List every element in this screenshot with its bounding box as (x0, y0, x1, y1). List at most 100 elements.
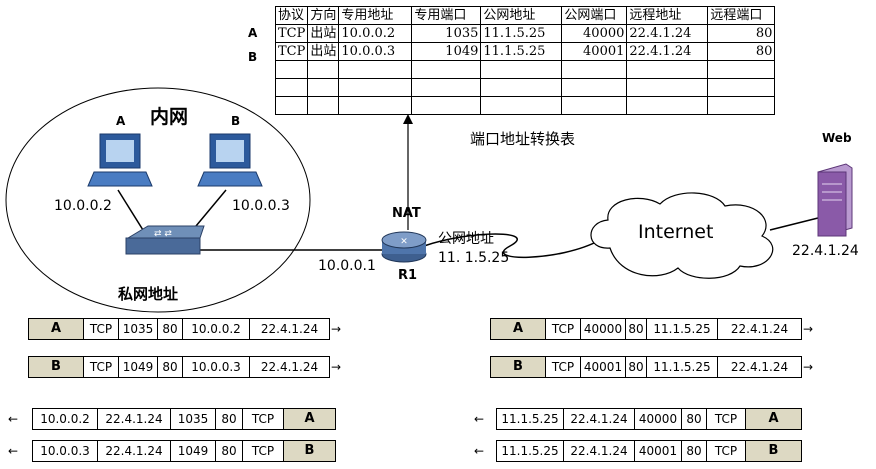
th-private-address: 专用地址 (338, 6, 413, 25)
packet-field: 10.0.0.3 (182, 357, 249, 377)
table-cell (307, 60, 340, 79)
packet-field: 80 (157, 357, 182, 377)
packet-field: TCP (545, 357, 580, 377)
table-cell: TCP (274, 42, 309, 61)
table-cell (307, 78, 340, 97)
packet-field: TCP (242, 409, 283, 429)
packet-field: 80 (681, 441, 706, 461)
internet-label: Internet (638, 221, 714, 243)
table-cell (480, 96, 563, 115)
table-row: TCP 出站 10.0.0.3 1049 11.1.5.25 40001 22.… (274, 42, 776, 61)
table-cell (561, 96, 628, 115)
packet-field: 1035 (118, 319, 157, 339)
table-row (274, 78, 776, 97)
packet-field: TCP (706, 441, 745, 461)
host-b-ip: 10.0.0.3 (232, 198, 290, 214)
th-protocol: 协议 (274, 6, 309, 25)
arrow-left-icon: ← (474, 412, 485, 426)
packet-right-in-b: 11.1.5.25 22.4.1.24 40001 80 TCP B (496, 440, 802, 462)
switch-icon: ⇄ ⇄ (125, 225, 205, 255)
table-cell: 22.4.1.24 (626, 42, 709, 61)
packet-field: 11.1.5.25 (501, 444, 559, 458)
router-icon: ✕ (381, 231, 427, 263)
packet-field: 1049 (118, 357, 157, 377)
table-cell (626, 60, 709, 79)
table-cell (307, 96, 340, 115)
arrow-left-icon: ← (8, 412, 19, 426)
packet-left-in-a: 10.0.0.2 22.4.1.24 1035 80 TCP A (32, 408, 336, 430)
th-private-port: 专用端口 (411, 6, 482, 25)
table-cell (626, 96, 709, 115)
svg-text:⇄ ⇄: ⇄ ⇄ (154, 229, 172, 239)
packet-field: 80 (681, 409, 706, 429)
table-cell: 40001 (561, 42, 628, 61)
packet-field: TCP (706, 409, 745, 429)
th-public-address: 公网地址 (480, 6, 563, 25)
table-cell: 40000 (561, 24, 628, 43)
packet-field: 40001 (634, 441, 681, 461)
internet-cloud (590, 192, 774, 279)
packet-field: 22.4.1.24 (249, 357, 329, 377)
packet-field: TCP (83, 357, 118, 377)
table-cell: 出站 (307, 42, 340, 61)
packet-field: 80 (215, 409, 242, 429)
packet-right-out-a: A TCP 40000 80 11.1.5.25 22.4.1.24 (490, 318, 802, 340)
router-name: R1 (398, 268, 418, 283)
th-direction: 方向 (307, 6, 340, 25)
packet-field: 22.4.1.24 (717, 357, 801, 377)
table-cell (561, 78, 628, 97)
packet-field: 11.1.5.25 (646, 319, 717, 339)
table-cell (274, 78, 309, 97)
switch-caption: 私网地址 (118, 285, 179, 303)
packet-host-tag: B (283, 441, 335, 461)
packet-host-tag: B (745, 441, 801, 461)
table-cell (480, 60, 563, 79)
nat-table: 协议 方向 专用地址 专用端口 公网地址 公网端口 远程地址 远程端口 TCP … (274, 6, 776, 115)
table-cell (561, 60, 628, 79)
packet-field: 22.4.1.24 (97, 409, 170, 429)
table-cell (274, 60, 309, 79)
packet-left-in-b: 10.0.0.3 22.4.1.24 1049 80 TCP B (32, 440, 336, 462)
packet-field: 1049 (170, 441, 215, 461)
nat-table-header: 协议 方向 专用地址 专用端口 公网地址 公网端口 远程地址 远程端口 (274, 6, 776, 25)
table-cell: TCP (274, 24, 309, 43)
packet-field: 11.1.5.25 (646, 357, 717, 377)
packet-host-tag: A (491, 319, 545, 339)
arrow-left-icon: ← (474, 444, 485, 458)
table-cell (626, 78, 709, 97)
host-a-ip: 10.0.0.2 (54, 198, 112, 214)
packet-right-in-a: 11.1.5.25 22.4.1.24 40000 80 TCP A (496, 408, 802, 430)
packet-field: 10.0.0.2 (40, 412, 90, 426)
packet-field: 22.4.1.24 (563, 409, 634, 429)
packet-field: TCP (83, 319, 118, 339)
arrow-right-icon: → (803, 322, 814, 336)
packet-field: 22.4.1.24 (249, 319, 329, 339)
link-router-internet (423, 233, 601, 259)
public-label: 公网地址 (438, 231, 494, 247)
packet-field: 80 (215, 441, 242, 461)
table-cell: 10.0.0.3 (338, 42, 413, 61)
table-row (274, 60, 776, 79)
packet-host-tag: A (745, 409, 801, 429)
server-label: Web (822, 131, 852, 145)
table-cell: 10.0.0.2 (338, 24, 413, 43)
table-cell (411, 78, 482, 97)
table-cell (338, 60, 413, 79)
packet-right-out-b: B TCP 40001 80 11.1.5.25 22.4.1.24 (490, 356, 802, 378)
table-cell: 出站 (307, 24, 340, 43)
table-cell (411, 96, 482, 115)
arrow-right-icon: → (331, 360, 342, 374)
arrow-right-icon: → (331, 322, 342, 336)
table-cell: 22.4.1.24 (626, 24, 709, 43)
table-row: TCP 出站 10.0.0.2 1035 11.1.5.25 40000 22.… (274, 24, 776, 43)
public-ip: 11. 1.5.25 (438, 250, 510, 266)
packet-field: 10.0.0.2 (182, 319, 249, 339)
server-icon (817, 163, 853, 237)
host-a-label: A (116, 114, 126, 128)
table-caption: 端口地址转换表 (470, 130, 576, 148)
arrow-right-icon: → (803, 360, 814, 374)
table-cell (707, 60, 776, 79)
th-public-port: 公网端口 (561, 6, 628, 25)
table-cell: 80 (707, 42, 776, 61)
